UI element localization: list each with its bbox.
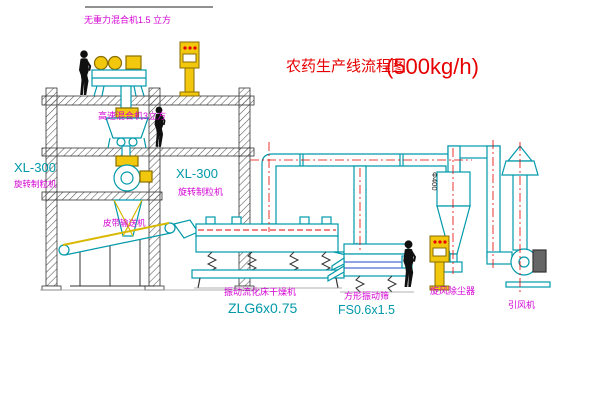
rotary-granulator (113, 155, 153, 237)
label-fluid-bed-dryer-model: ZLG6x0.75 (228, 300, 297, 316)
label-induced-draft-fan: 引风机 (508, 299, 535, 310)
label-vibrating-screen-model: FS0.6x1.5 (338, 303, 395, 317)
control-cabinet-upper (179, 41, 200, 97)
spring (355, 275, 366, 293)
vibrating-screen (327, 243, 414, 293)
high-speed-mixer (105, 107, 149, 159)
drawing-title: 农药生产线流程图 (286, 58, 406, 75)
label-vibrating-screen: 方形振动筛 (344, 290, 389, 301)
belt-conveyor (58, 222, 176, 287)
down-pipe (486, 145, 501, 259)
fan-base (505, 281, 551, 288)
centerlines (250, 140, 521, 294)
drawing-title-capacity: (500kg/h) (386, 54, 479, 79)
label-cyclone: 旋风除尘器 (430, 285, 475, 296)
label-granulator-center-model: XL-300 (176, 166, 218, 181)
label-belt-conveyor: 皮带输送机 (103, 218, 146, 228)
gravity-mixer (91, 55, 147, 109)
fan-motor (532, 249, 547, 273)
label-high-speed-mixer: 高速混合机3立方 (98, 110, 166, 121)
screen-outlet-upper (331, 256, 345, 271)
label-granulator-left-name: 旋转制粒机 (14, 179, 57, 189)
spring (206, 251, 218, 271)
support-structure (40, 87, 260, 291)
spring (387, 275, 398, 293)
label-gravity-mixer: 无重力混合机1.5 立方 (84, 14, 171, 25)
fan-and-stack (486, 145, 551, 288)
screen-outlet-lower (327, 264, 345, 283)
label-granulator-center-name: 旋转制粒机 (178, 186, 223, 197)
mixer-discharge-chute (120, 85, 132, 109)
label-granulator-left-model: XL-300 (14, 160, 56, 175)
spring (246, 251, 258, 271)
dryer-feed-chute (172, 219, 199, 239)
label-fluid-bed-dryer: 振动流化床干燥机 (224, 286, 296, 297)
fluid-bed-dryer (191, 216, 358, 289)
control-cabinet-lower (429, 235, 450, 291)
spring (320, 251, 332, 271)
spring (288, 251, 300, 271)
label-duct-diameter: Φ400 (430, 172, 439, 191)
worker-figure-top (79, 50, 92, 95)
